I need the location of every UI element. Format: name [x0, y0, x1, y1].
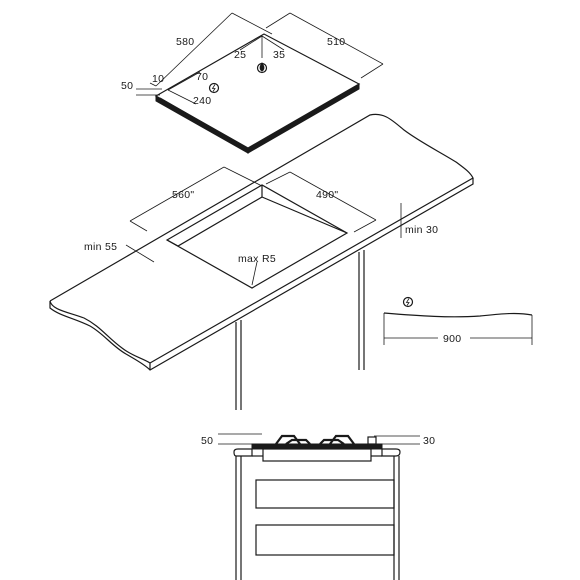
hob-edge-label: 10 — [152, 73, 164, 85]
electric-icon — [402, 296, 414, 308]
cutout-depth-label: 490" — [316, 189, 338, 201]
hob-depth-label: 510 — [327, 36, 345, 48]
hob-drawing — [136, 12, 384, 154]
cable-drawing — [383, 296, 533, 345]
hob-thickness-label: 50 — [121, 80, 133, 92]
cutout-radius-label: max R5 — [238, 253, 276, 265]
section-left-label: 50 — [201, 435, 213, 447]
elec-offset-x-label: 70 — [196, 71, 208, 83]
cutout-back-margin-label: min 30 — [405, 224, 438, 236]
flame-icon — [256, 62, 268, 74]
hob-width-label: 580 — [176, 36, 194, 48]
gas-offset-x-label: 25 — [234, 49, 246, 61]
worktop-drawing — [49, 113, 474, 410]
cutout-width-label: 560" — [172, 189, 194, 201]
section-right-label: 30 — [423, 435, 435, 447]
electric-icon — [208, 82, 220, 94]
gas-offset-y-label: 35 — [273, 49, 285, 61]
section-drawing — [218, 433, 420, 580]
cable-length-label: 900 — [443, 333, 461, 345]
cutout-front-margin-label: min 55 — [84, 241, 117, 253]
elec-offset-y-label: 240 — [193, 95, 211, 107]
